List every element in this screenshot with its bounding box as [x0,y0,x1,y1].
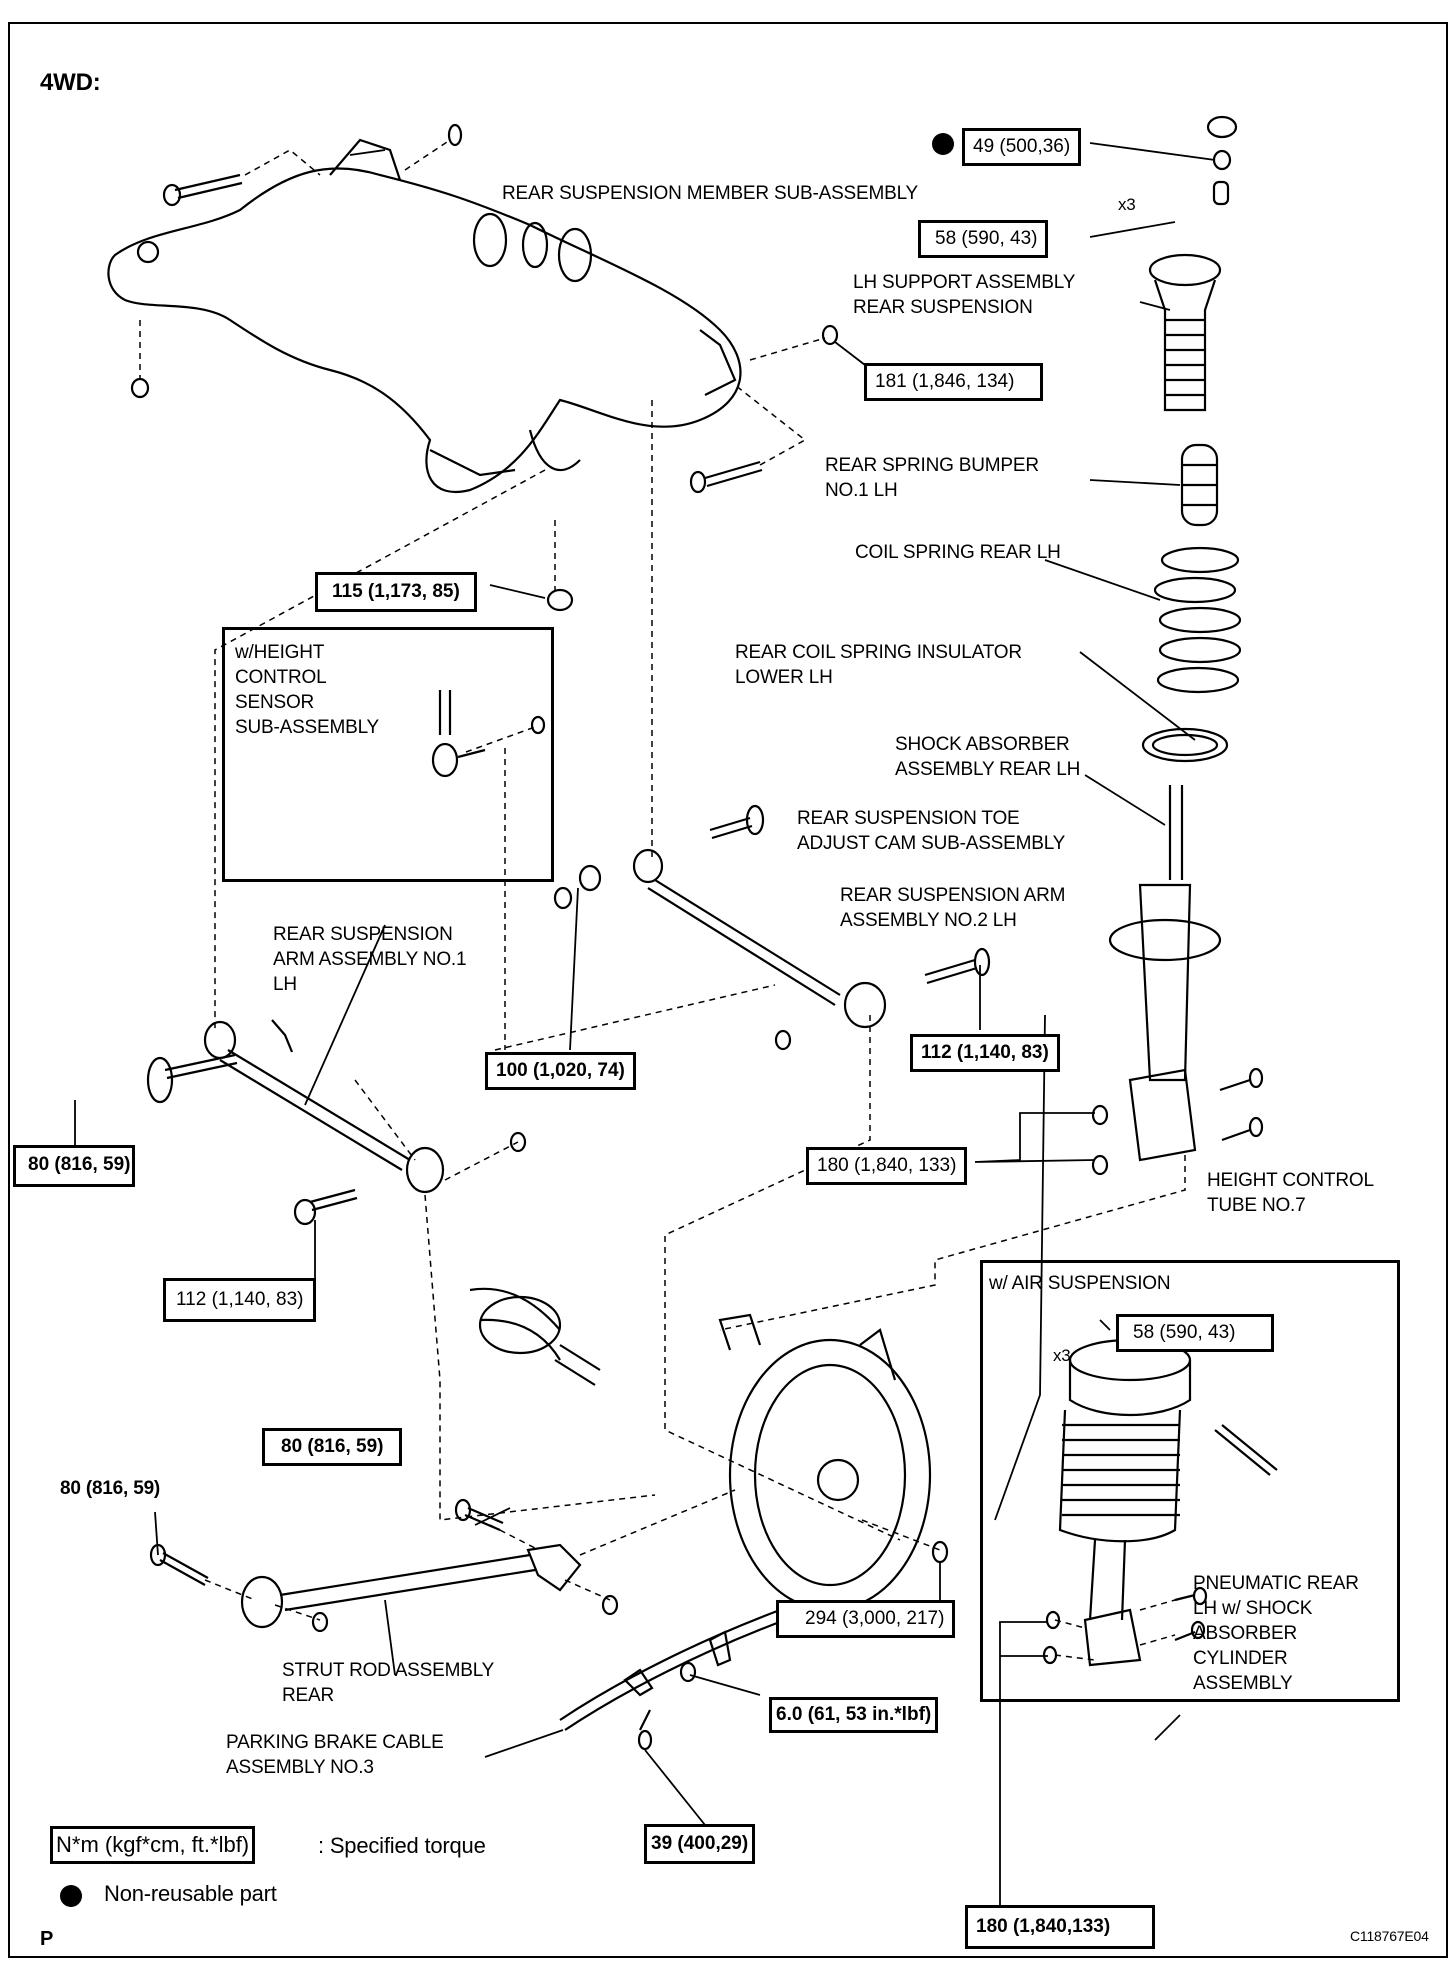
torque-support-mount-nuts: 58 (590, 43) [918,220,1049,258]
arm-no1-drawing [146,1019,527,1226]
non-reusable-marker-icon [932,133,954,155]
height-sensor-drawing [431,690,546,778]
member-bolts [130,123,839,612]
inset-height-sensor-title: w/HEIGHT CONTROL SENSOR SUB-ASSEMBLY [235,642,380,738]
torque-air-mount-nuts: 58 (590, 43) [1116,1314,1274,1352]
torque-air-lower: 180 (1,840,133) [965,1905,1155,1949]
torque-support-top-nut: 49 (500,36) [962,128,1082,166]
inset-air-suspension: w/ AIR SUSPENSION PNEUMATIC REAR LH w/ S… [980,1260,1400,1702]
torque-arm-no2-inner: 100 (1,020, 74) [485,1052,636,1090]
suspension-member-drawing [107,138,742,493]
torque-shock-lower: 180 (1,840, 133) [806,1147,968,1185]
strut-column [1091,115,1264,1176]
label-height-control-tube: HEIGHT CONTROL TUBE NO.7 [1207,1170,1374,1216]
torque-cable-bracket-nut: 6.0 (61, 53 in.*lbf) [769,1697,939,1733]
legend-non-reusable-desc: Non-reusable part [104,1881,277,1906]
figure-code: C118767E04 [1350,1928,1429,1944]
label-rear-spring-bumper: REAR SPRING BUMPER NO.1 LH [825,455,1039,501]
support-nut-quantity: x3 [1118,195,1136,214]
label-strut-rod: STRUT ROD ASSEMBLY REAR [282,1660,495,1706]
assembly-dashed-lines [139,139,1186,1661]
knuckle-hub-drawing [469,1287,932,1612]
torque-hub-nut: 294 (3,000, 217) [776,1600,956,1638]
air-nut-quantity: x3 [1053,1346,1071,1365]
torque-cable-bolt: 39 (400,29) [644,1824,756,1864]
inset-height-control-sensor: w/HEIGHT CONTROL SENSOR SUB-ASSEMBLY [222,627,554,882]
label-arm-no1: REAR SUSPENSION ARM ASSEMBLY NO.1 LH [273,924,467,995]
torque-member-front-bolt: 181 (1,846, 134) [864,363,1044,401]
legend-torque-unit-desc: : Specified torque [318,1833,486,1858]
strut-rod-drawing [149,1498,949,1633]
arm-no2-drawing [553,804,991,1051]
inset-air-suspension-title: w/ AIR SUSPENSION [989,1273,1171,1294]
air-strut-drawing [1042,1338,1278,1667]
parking-brake-cable-drawing [559,1608,786,1751]
label-coil-spring: COIL SPRING REAR LH [855,542,1061,563]
torque-arm-no1-inner: 80 (816, 59) [13,1145,135,1187]
torque-arm-no1-outer: 112 (1,140, 83) [163,1278,317,1322]
label-shock-absorber: SHOCK ABSORBER ASSEMBLY REAR LH [895,734,1081,780]
torque-member-rear-nut: 115 (1,173, 85) [315,572,477,612]
label-coil-spring-insulator: REAR COIL SPRING INSULATOR LOWER LH [735,642,1022,688]
page-marker: P [40,1928,54,1950]
variant-heading: 4WD: [40,69,101,96]
leader-lines [74,142,1216,1905]
torque-arm-no2-outer: 112 (1,140, 83) [910,1034,1060,1072]
label-toe-adjust-cam: REAR SUSPENSION TOE ADJUST CAM SUB-ASSEM… [797,808,1066,854]
torque-strut-rod-inner: 80 (816, 59) [60,1478,161,1499]
diagram-frame [8,22,1448,1958]
label-arm-no2: REAR SUSPENSION ARM ASSEMBLY NO.2 LH [840,885,1066,931]
legend-torque-unit-box: N*m (kgf*cm, ft.*lbf) [50,1826,256,1864]
label-parking-brake-cable: PARKING BRAKE CABLE ASSEMBLY NO.3 [226,1732,444,1778]
label-pneumatic-rear: PNEUMATIC REAR LH w/ SHOCK ABSORBER CYLI… [1193,1573,1359,1694]
label-lh-support-assembly: LH SUPPORT ASSEMBLY REAR SUSPENSION [853,272,1076,318]
label-rear-suspension-member: REAR SUSPENSION MEMBER SUB-ASSEMBLY [502,183,919,204]
legend-non-reusable-icon [60,1885,82,1907]
torque-strut-rod-outer: 80 (816, 59) [262,1428,403,1466]
